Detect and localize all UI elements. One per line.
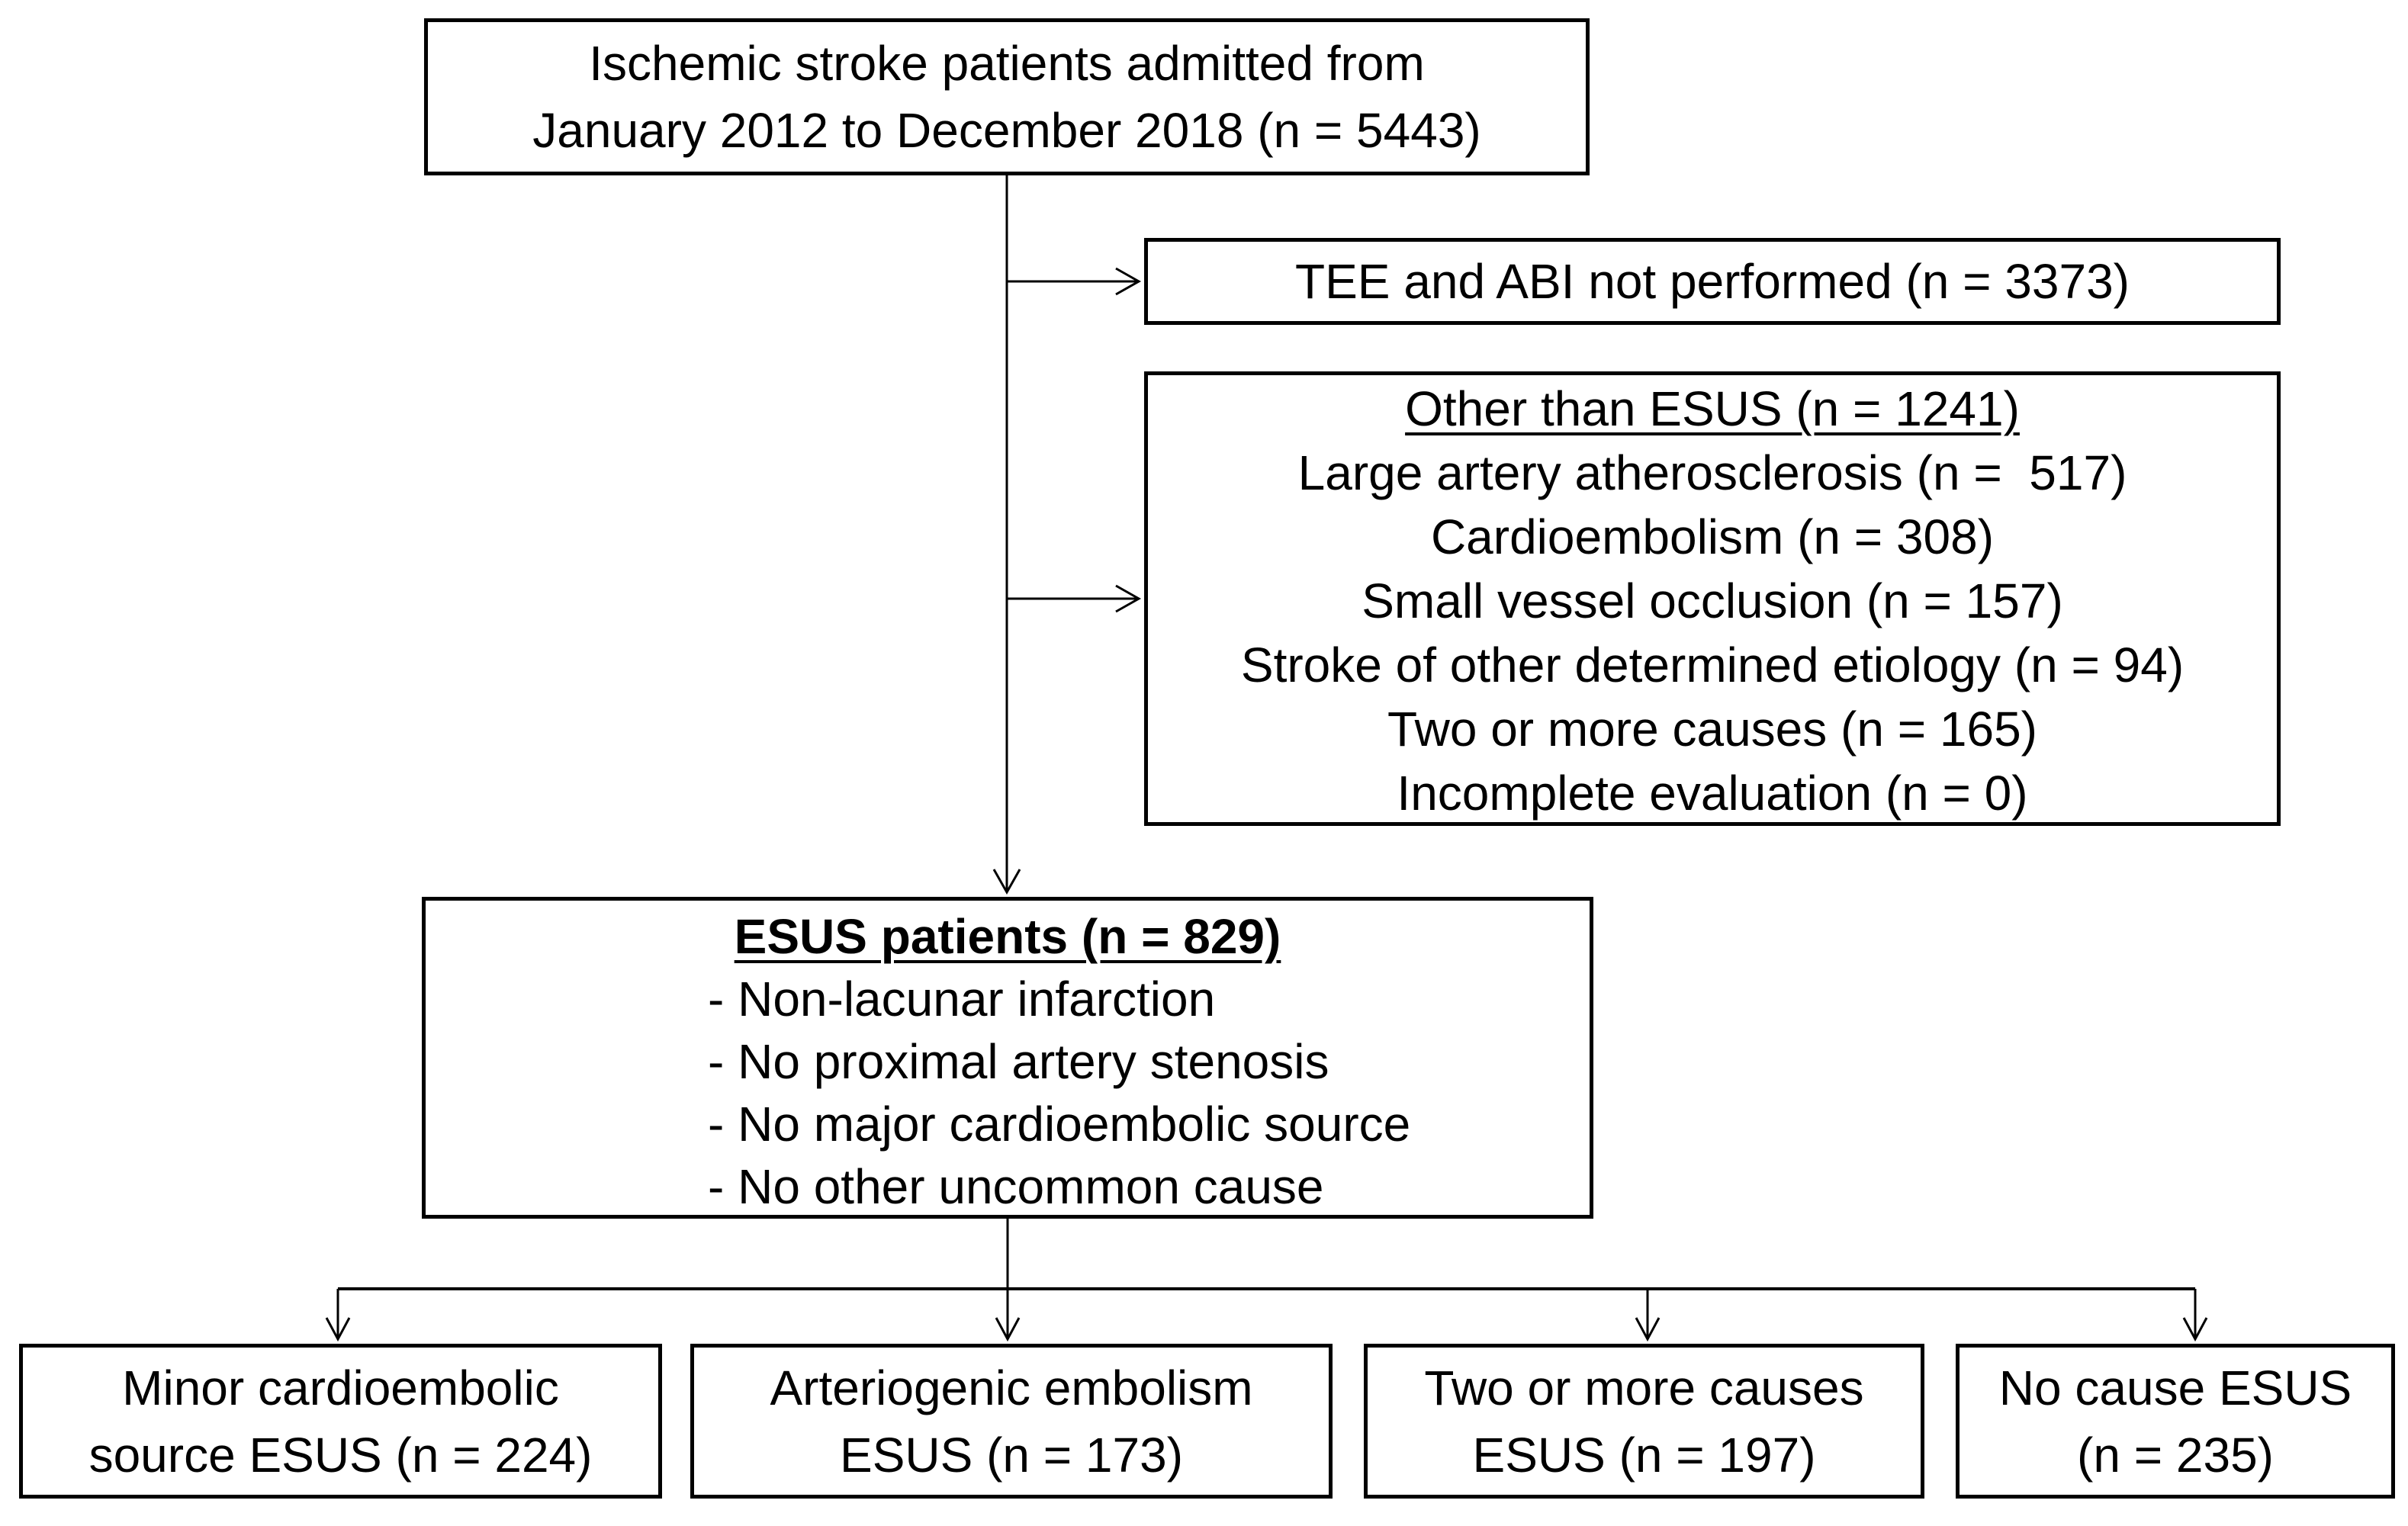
arrowhead-outcome-2-icon bbox=[995, 1317, 1021, 1342]
box-esus-patients: ESUS patients (n = 829) - Non-lacunar in… bbox=[422, 897, 1593, 1219]
box-minor-cardioembolic-esus: Minor cardioembolic source ESUS (n = 224… bbox=[19, 1344, 662, 1499]
arrowhead-outcome-3-icon bbox=[1635, 1317, 1661, 1342]
excluded-item: Cardioembolism (n = 308) bbox=[1430, 509, 1995, 564]
excluded-item: Stroke of other determined etiology (n =… bbox=[1240, 638, 2185, 692]
other-than-esus-heading: Other than ESUS (n = 1241) bbox=[1405, 381, 2020, 436]
box-two-or-more-causes-esus: Two or more causes ESUS (n = 197) bbox=[1364, 1344, 1924, 1499]
arrowhead-into-tee-icon bbox=[1115, 267, 1142, 296]
box-no-cause-esus: No cause ESUS (n = 235) bbox=[1956, 1344, 2395, 1499]
admitted-patients-text: Ischemic stroke patients admitted from J… bbox=[532, 36, 1481, 158]
outcome-text: Minor cardioembolic source ESUS (n = 224… bbox=[88, 1360, 593, 1483]
outcome-text: No cause ESUS (n = 235) bbox=[1998, 1360, 2352, 1483]
arrowhead-outcome-1-icon bbox=[325, 1317, 351, 1342]
esus-criterion: - No proximal artery stenosis bbox=[708, 1034, 1329, 1089]
esus-criteria-list: - Non-lacunar infarction - No proximal a… bbox=[426, 968, 1590, 1218]
esus-criterion: - No major cardioembolic source bbox=[708, 1097, 1411, 1152]
box-admitted-patients: Ischemic stroke patients admitted from J… bbox=[424, 18, 1590, 175]
tee-abi-text: TEE and ABI not performed (n = 3373) bbox=[1295, 254, 2130, 309]
outcome-text: Two or more causes ESUS (n = 197) bbox=[1424, 1360, 1864, 1483]
box-arteriogenic-embolism-esus: Arteriogenic embolism ESUS (n = 173) bbox=[690, 1344, 1333, 1499]
excluded-item: Large artery atherosclerosis (n = 517) bbox=[1297, 445, 2127, 500]
box-other-than-esus: Other than ESUS (n = 1241) Large artery … bbox=[1144, 371, 2281, 826]
box-tee-abi-not-performed: TEE and ABI not performed (n = 3373) bbox=[1144, 238, 2281, 325]
excluded-item: Incomplete evaluation (n = 0) bbox=[1397, 766, 2028, 821]
excluded-item: Two or more causes (n = 165) bbox=[1387, 702, 2037, 757]
outcome-text: Arteriogenic embolism ESUS (n = 173) bbox=[770, 1360, 1253, 1483]
esus-patients-heading: ESUS patients (n = 829) bbox=[734, 909, 1281, 964]
arrowhead-into-other-icon bbox=[1115, 584, 1142, 613]
arrowhead-outcome-4-icon bbox=[2182, 1317, 2208, 1342]
excluded-item: Small vessel occlusion (n = 157) bbox=[1362, 573, 2063, 628]
esus-criterion: - No other uncommon cause bbox=[708, 1159, 1324, 1214]
arrowhead-into-esus-icon bbox=[992, 869, 1021, 895]
esus-criterion: - Non-lacunar infarction bbox=[708, 972, 1216, 1026]
